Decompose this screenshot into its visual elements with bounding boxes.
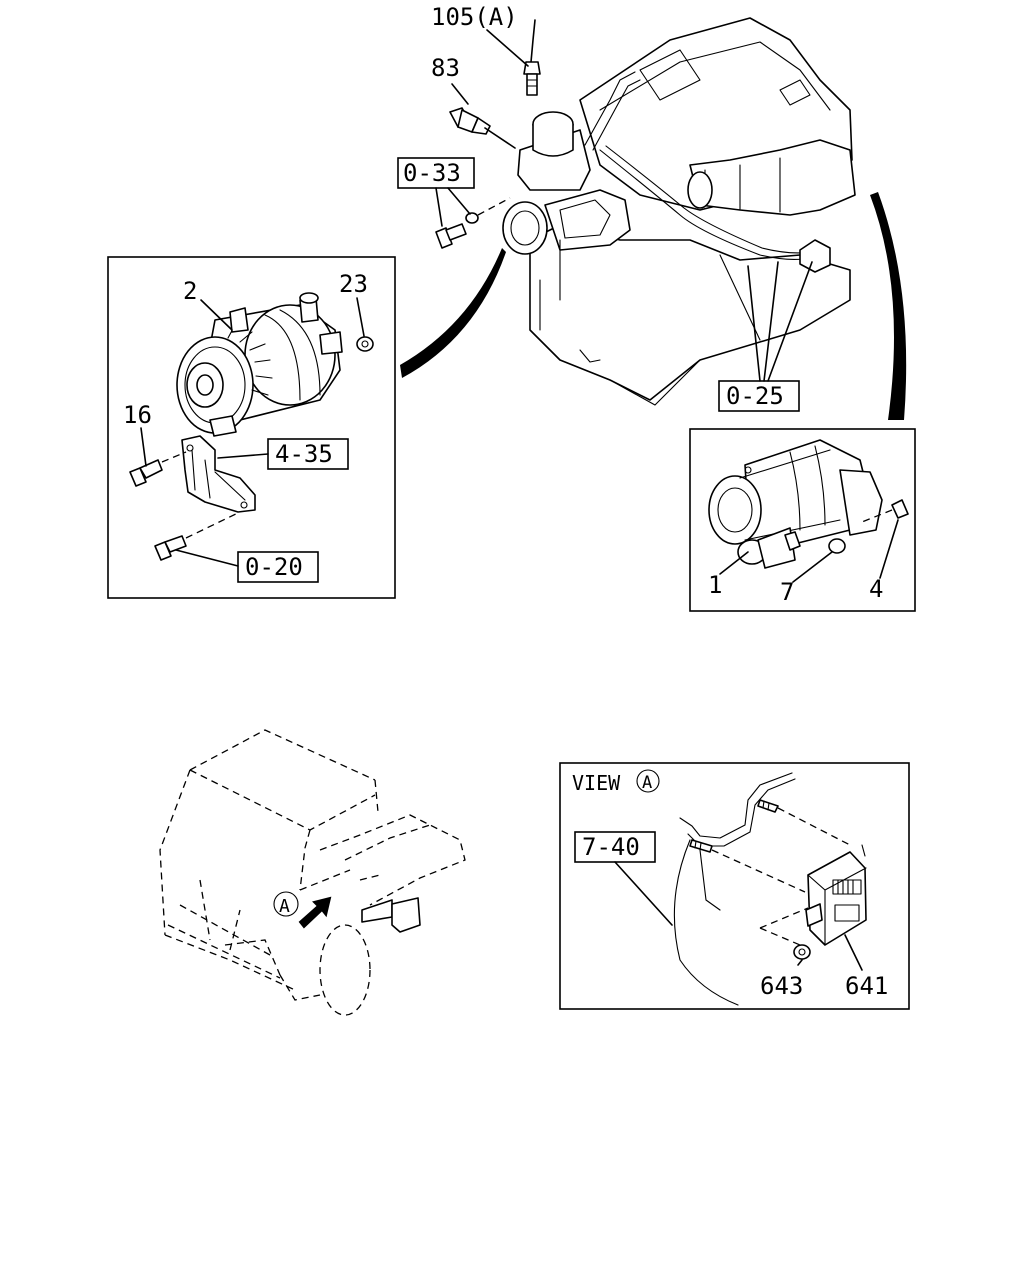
leader-105a [486,29,529,67]
callout-105a: 105(A) [431,3,518,31]
view-a-frame [559,762,910,1010]
leader-83b [484,127,516,149]
ref-box-7-40 [574,831,656,863]
view-a-title: VIEW [572,771,621,795]
leader-0-25 [747,261,813,382]
callout-16: 16 [123,401,152,429]
truck-module-drawing [361,897,421,933]
engine-block-drawing [502,17,856,406]
alternator-drawing [176,292,343,437]
sensor-83-drawing [449,107,491,135]
ref-0-33: 0-33 [403,159,461,187]
leader-7-40 [614,861,673,926]
callout-1: 1 [708,571,722,599]
nut-643-drawing [759,907,811,960]
leader-23 [356,297,365,337]
leader-643 [797,959,803,966]
view-a-title-circle [636,769,660,793]
starter-drawing [708,439,883,569]
leader-2 [200,299,233,331]
bolt-0-20-drawing [154,511,241,561]
link-arc-alternator [400,248,506,378]
ref-0-25: 0-25 [726,382,784,410]
leader-4-35 [217,453,269,459]
bolt-4-drawing [861,499,909,523]
ref-0-20: 0-20 [245,553,303,581]
ref-4-35: 4-35 [275,440,333,468]
studs-drawing [689,799,851,893]
ref-7-40: 7-40 [582,833,640,861]
controller-641-drawing [805,844,867,946]
callout-23: 23 [339,270,368,298]
callout-2: 2 [183,277,197,305]
leader-83 [451,83,469,105]
leader-0-20 [175,549,239,567]
link-arc-starter [870,192,907,420]
marker-a-circle [273,891,299,917]
bolt-16-drawing [129,451,187,487]
ref-box-0-25 [718,380,800,412]
leader-0-33 [435,187,471,227]
leader-1 [719,551,749,575]
leader-641 [844,934,863,971]
sensor-105a-drawing [523,19,541,96]
nut-23-drawing [356,336,374,352]
bolt-washer-0-33-drawing [435,197,511,249]
truck-cab-drawing [159,729,466,1016]
callout-4: 4 [869,575,883,603]
callout-83: 83 [431,54,460,82]
nut-7-drawing [828,538,846,554]
bracket-drawing [181,435,256,513]
callout-643: 643 [760,972,803,1000]
starter-detail-frame [689,428,916,612]
callout-7: 7 [780,578,794,606]
leader-4 [879,519,899,579]
view-a-title-marker: A [642,773,652,793]
view-a-arrow [298,896,332,929]
alternator-detail-frame [107,256,396,599]
callout-641: 641 [845,972,888,1000]
ref-box-4-35 [267,438,349,470]
leader-7 [792,551,833,583]
leader-16 [140,427,147,467]
ref-box-0-20 [237,551,319,583]
marker-a: A [279,896,290,917]
